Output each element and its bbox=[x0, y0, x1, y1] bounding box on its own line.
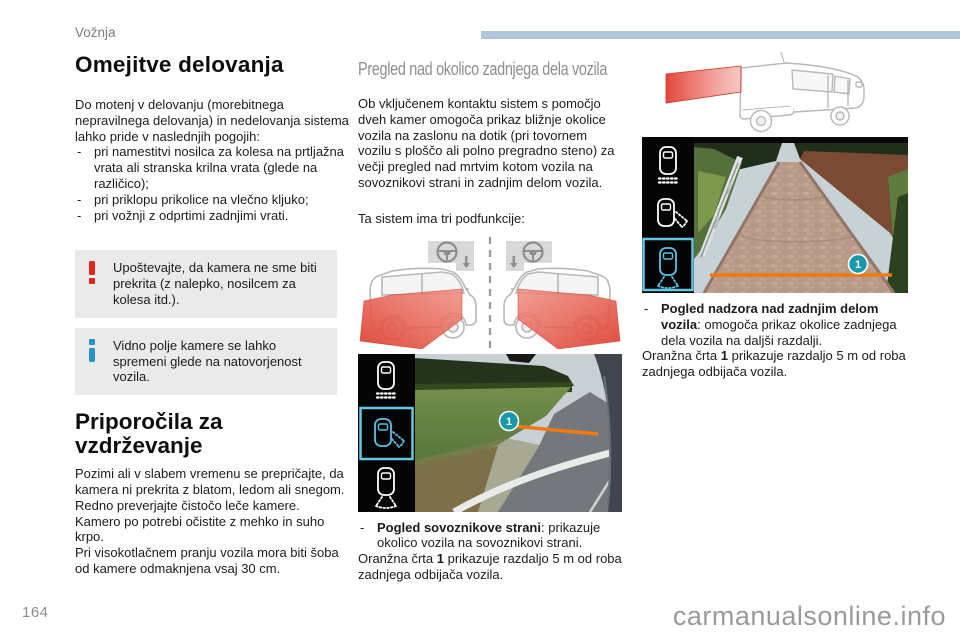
list-bullet: - bbox=[77, 191, 82, 207]
list-item-text: pri priklopu prikolice na vlečno kljuko; bbox=[94, 191, 309, 207]
selected-mode-highlight bbox=[642, 237, 694, 292]
maintenance-line: Kamero po potrebi očistite z mehko in su… bbox=[75, 513, 325, 545]
steering-wheel-icon bbox=[522, 240, 544, 263]
warning-icon bbox=[88, 261, 96, 288]
maintenance-line: Pri visokotlačnem pranju vozila mora bit… bbox=[75, 545, 339, 576]
arrow-down-icon bbox=[462, 255, 470, 268]
info-note-text: Vidno polje kamere se lahko spremeni gle… bbox=[113, 337, 302, 385]
steering-wheel-panel-left bbox=[428, 240, 474, 271]
caption-note: Oranžna črta 1 prikazuje razdaljo 5 m od… bbox=[642, 348, 906, 380]
svg-text:1: 1 bbox=[855, 259, 861, 271]
info-note: Vidno polje kamere se lahko spremeni gle… bbox=[75, 327, 337, 396]
rear-camera-beam-illustration bbox=[665, 51, 865, 133]
rear-view-caption: - Pogled nadzora nad zadnjim delom vozil… bbox=[642, 301, 908, 380]
middle-column: Pregled nad okolico zadnjega dela vozila… bbox=[358, 52, 622, 583]
maintenance-line: Redno preverjajte čistočo leče kamere. bbox=[75, 497, 300, 513]
page-number: 164 bbox=[22, 604, 49, 621]
rear-camera-view-image: 1 bbox=[642, 137, 908, 293]
header-accent-bar bbox=[481, 31, 960, 39]
caption-label: Pogled nadzora nad zadnjim delom vozila bbox=[661, 301, 879, 332]
marker-1-badge: 1 bbox=[498, 410, 520, 431]
arrow-down-icon bbox=[510, 255, 518, 268]
camera-mode-sidebar bbox=[358, 353, 415, 512]
camera-mode-sidebar bbox=[642, 137, 694, 293]
section-title-operating-limits: Omejitve delovanja bbox=[75, 52, 284, 77]
side-view-icon bbox=[657, 198, 688, 228]
subfunctions-line: Ta sistem ima tri podfunkcije: bbox=[358, 210, 525, 226]
marker-1-badge: 1 bbox=[847, 253, 869, 275]
list-item: - pri namestitvi nosilca za kolesa na pr… bbox=[75, 144, 351, 191]
rear-view-icon bbox=[375, 360, 397, 399]
camera-zones-illustration bbox=[359, 236, 621, 349]
selected-mode-highlight bbox=[359, 406, 414, 460]
rear-surroundings-intro: Ob vključenem kontaktu sistem s pomočjo … bbox=[358, 96, 615, 190]
maintenance-paragraph: Pozimi ali v slabem vremenu se prepričaj… bbox=[75, 466, 351, 577]
camera-zone-left bbox=[359, 288, 463, 349]
operating-limits-intro: Do motenj v delovanju (morebitnega nepra… bbox=[75, 97, 349, 144]
chapter-header: Vožnja bbox=[75, 25, 116, 40]
caption-item: - Pogled nadzora nad zadnjim delom vozil… bbox=[642, 301, 908, 348]
distance-line bbox=[511, 423, 599, 436]
steering-wheel-panel-right bbox=[506, 240, 552, 271]
list-item-text: pri namestitvi nosilca za kolesa na prtl… bbox=[94, 144, 345, 191]
maintenance-line: Pozimi ali v slabem vremenu se prepričaj… bbox=[75, 466, 345, 497]
left-column: Omejitve delovanja Do motenj v delovanju… bbox=[75, 52, 351, 577]
section-title-rear-surroundings: Pregled nad okolico zadnjega dela vozila bbox=[358, 58, 608, 79]
right-column: 1 bbox=[642, 48, 908, 380]
caption-note: Oranžna črta 1 prikazuje razdaljo 5 m od… bbox=[358, 551, 622, 582]
rear-view-icon bbox=[657, 146, 679, 184]
caption-label: Pogled sovoznikove strani bbox=[377, 519, 541, 535]
list-bullet: - bbox=[644, 301, 649, 316]
svg-text:1: 1 bbox=[506, 416, 512, 428]
side-camera-photo: 1 bbox=[415, 353, 622, 512]
camera-zone-right bbox=[517, 288, 621, 349]
list-bullet: - bbox=[77, 144, 82, 160]
warning-note: Upoštevajte, da kamera ne sme biti prekr… bbox=[75, 250, 337, 318]
rear-camera-beam bbox=[665, 65, 742, 104]
warning-note-text: Upoštevajte, da kamera ne sme biti prekr… bbox=[113, 260, 317, 307]
steering-wheel-icon bbox=[436, 240, 458, 263]
side-view-icon bbox=[374, 417, 405, 448]
section-title-maintenance: Priporočila za vzdrževanje bbox=[75, 409, 223, 459]
list-bullet: - bbox=[360, 519, 365, 535]
info-icon bbox=[88, 338, 96, 366]
list-item: - pri vožnji z odprtimi zadnjimi vrati. bbox=[75, 208, 351, 224]
list-item: - pri priklopu prikolice na vlečno kljuk… bbox=[75, 192, 351, 208]
side-view-caption: - Pogled sovoznikove strani: prikazuje o… bbox=[358, 520, 622, 583]
caption-text: Pogled sovoznikove strani: prikazuje oko… bbox=[377, 519, 601, 551]
van-rear-outline bbox=[739, 51, 865, 133]
side-camera-view-image: 1 bbox=[358, 353, 622, 512]
watermark: carmanualsonline.info bbox=[672, 601, 946, 631]
wide-rear-view-icon bbox=[375, 466, 397, 509]
caption-item: - Pogled sovoznikove strani: prikazuje o… bbox=[358, 520, 622, 552]
list-item-text: pri vožnji z odprtimi zadnjimi vrati. bbox=[94, 207, 289, 223]
caption-text: Pogled nadzora nad zadnjim delom vozila:… bbox=[661, 301, 897, 348]
operating-limits-list: - pri namestitvi nosilca za kolesa na pr… bbox=[75, 144, 351, 223]
rear-camera-photo: 1 bbox=[694, 143, 908, 293]
wide-rear-view-icon bbox=[657, 247, 679, 289]
list-bullet: - bbox=[77, 207, 82, 223]
